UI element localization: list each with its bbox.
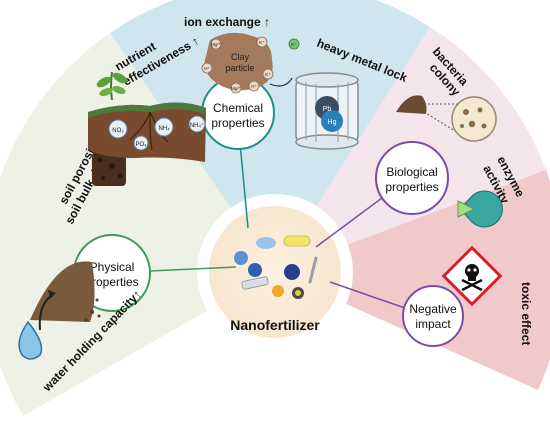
negative-label-line2: impact xyxy=(415,317,451,331)
metal-ion-label: Hg xyxy=(328,119,337,126)
soil-block-icon xyxy=(92,152,126,186)
exchanged-ion-label: K⁺ xyxy=(291,42,297,47)
soil-ion-bubble xyxy=(188,115,206,133)
chemical-label-line2: properties xyxy=(211,116,264,130)
ion-release-arrow-icon xyxy=(269,77,293,87)
clay-label-line1: Clay xyxy=(231,52,250,62)
clay-ion-bubble xyxy=(248,80,260,92)
clay-ion-label: Mg²⁺ xyxy=(211,42,222,47)
plant-icon xyxy=(96,71,128,101)
soil-sample-icon xyxy=(396,95,427,114)
negative-connector xyxy=(329,281,406,309)
negative-impact-circle xyxy=(402,285,464,347)
soil-pile-icon xyxy=(30,261,101,322)
absorption-arrowhead-icon xyxy=(48,290,56,299)
soil-ion-label: NH₄⁺ xyxy=(190,122,204,129)
petri-dish-icon xyxy=(451,96,497,142)
soil-section-icon xyxy=(88,102,206,162)
clay-ion-bubble xyxy=(256,36,268,48)
clay-ion-label: H⁺ xyxy=(251,84,257,89)
soil-ion-bubble xyxy=(108,119,128,139)
soil-ion-label: PO₄ xyxy=(135,142,147,148)
soil-ion-label: NH₄ xyxy=(158,126,170,132)
physical-label-line2: properties xyxy=(85,275,138,289)
negative-label-line1: Negative xyxy=(409,302,457,316)
clay-particle-icon xyxy=(204,32,273,91)
nanoparticles-icon xyxy=(234,235,318,299)
chemical-sector xyxy=(110,0,430,272)
biological-properties-circle xyxy=(375,141,449,215)
clay-ion-label: Mg²⁺ xyxy=(231,86,242,91)
clay-ion-label: K⁺ xyxy=(259,40,265,45)
metal-cage-icon xyxy=(295,72,359,150)
ion-exchange-label: ion exchange ↑ xyxy=(184,15,270,29)
clay-label-line2: particle xyxy=(225,63,254,73)
clay-ion-label: H⁺ xyxy=(204,66,210,71)
zoom-line-bottom xyxy=(423,111,461,135)
exchanged-ion-bubble xyxy=(288,38,300,50)
biological-label-line1: Biological xyxy=(386,165,437,179)
clay-ion-bubble xyxy=(201,62,213,74)
biological-label-line2: properties xyxy=(385,180,438,194)
enzyme-icon xyxy=(457,190,503,228)
chemical-connector xyxy=(239,142,249,229)
chemical-label-line1: Chemical xyxy=(213,101,263,115)
water-drop-icon xyxy=(18,320,43,360)
soil-ion-bubble xyxy=(154,117,174,137)
physical-connector xyxy=(149,266,237,272)
toxic-effect-label: toxic effect xyxy=(519,282,533,345)
clay-ion-bubble xyxy=(230,82,242,94)
clay-ion-label: K⁺ xyxy=(265,72,271,77)
metal-ion-label: Pb xyxy=(323,106,332,113)
biological-connector xyxy=(315,197,383,248)
soil-ion-bubble xyxy=(133,135,149,151)
physical-label-line1: Physical xyxy=(90,260,135,274)
toxic-hazard-icon xyxy=(441,245,503,307)
center-label: Nanofertilizer xyxy=(230,317,320,333)
clay-ion-bubble xyxy=(262,68,274,80)
soil-ion-label: NO₃ xyxy=(112,128,124,134)
clay-ion-bubble xyxy=(210,38,222,50)
